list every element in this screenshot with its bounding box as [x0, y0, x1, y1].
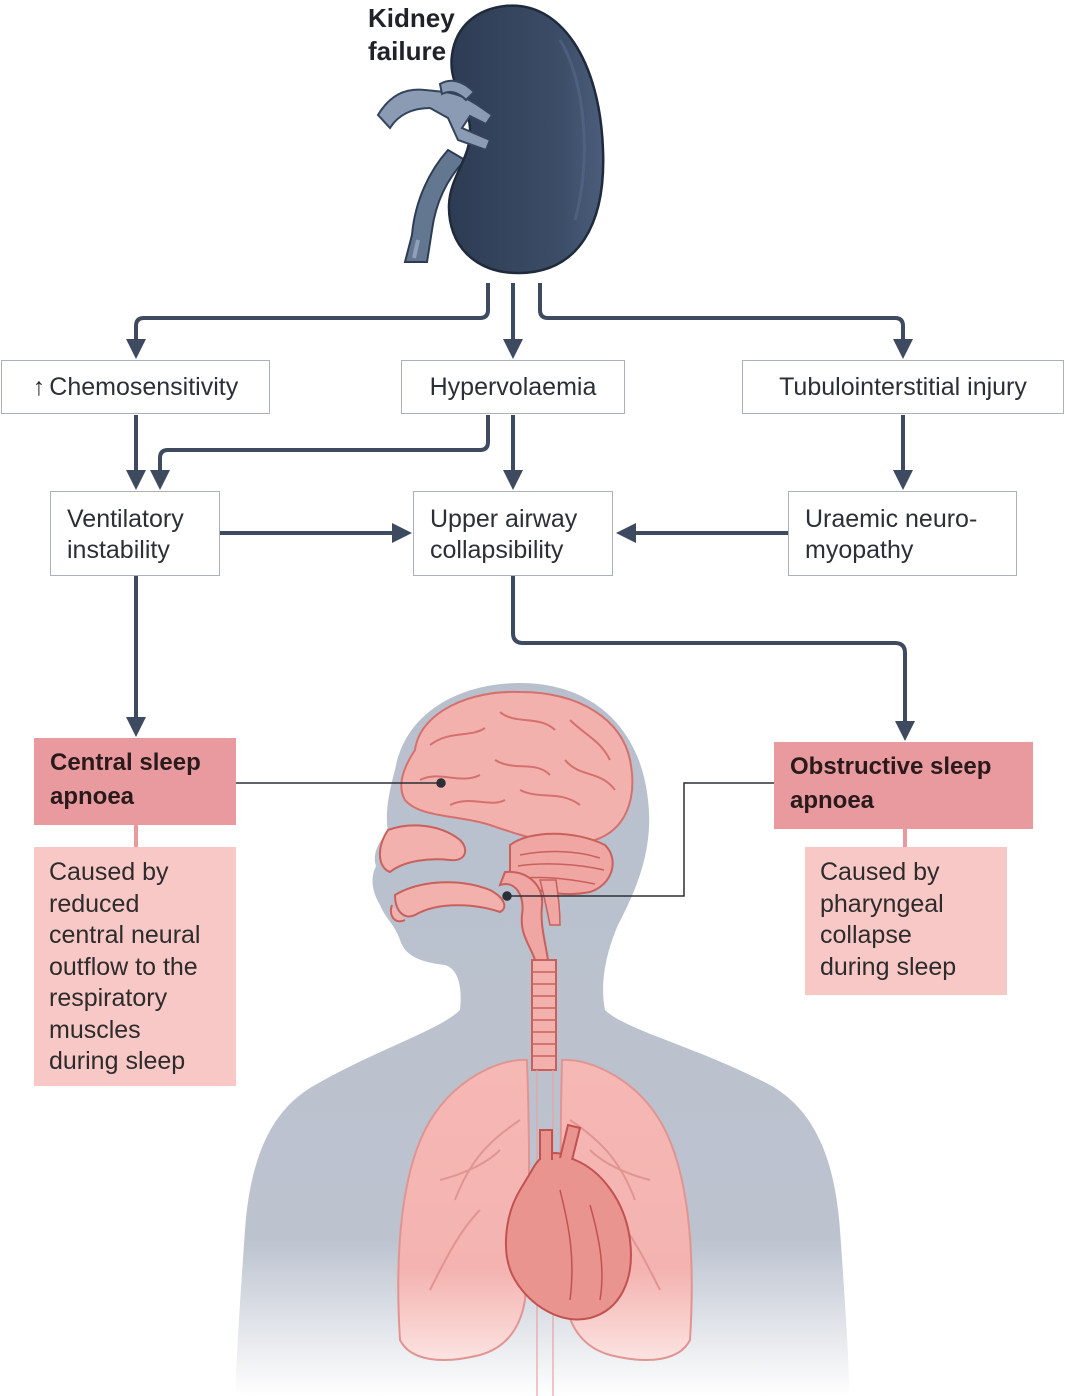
hypervolaemia-label: Hypervolaemia	[429, 372, 597, 401]
central-desc-line-7: during sleep	[49, 1047, 186, 1075]
upper-airway-line-1: Upper airway	[430, 505, 578, 533]
obstructive-desc-line-4: during sleep	[820, 952, 957, 981]
central-apnoea-description: Caused by reduced central neural outflow…	[34, 847, 236, 1086]
upper-airway-line-2: collapsibility	[430, 536, 564, 564]
ventilatory-line-1: Ventilatory	[67, 505, 184, 533]
flow-arrows	[126, 283, 915, 741]
kidney-failure-label: Kidney failure	[368, 2, 455, 68]
kidney-label-line-2: failure	[368, 36, 447, 66]
hypervolaemia-box: Hypervolaemia	[401, 360, 625, 414]
human-body-illustration	[235, 683, 850, 1396]
arrow-hypervolaemia-to-ventilatory	[150, 415, 490, 490]
obstructive-title-line-2: apnoea	[790, 787, 875, 814]
tubulointerstitial-box: Tubulointerstitial injury	[742, 360, 1064, 414]
central-desc-line-3: central neural	[49, 921, 201, 949]
tubulointerstitial-label: Tubulointerstitial injury	[779, 372, 1027, 401]
up-arrow-icon: ↑	[32, 372, 46, 401]
obstructive-apnoea-description: Caused by pharyngeal collapse during sle…	[805, 847, 1007, 995]
central-desc-line-4: outflow to the	[49, 952, 198, 981]
central-apnoea-title: Central sleep apnoea	[34, 738, 236, 825]
outcome-connectors	[134, 825, 907, 848]
chemosensitivity-label: Chemosensitivity	[49, 372, 239, 401]
obstructive-desc-line-2: pharyngeal	[820, 889, 944, 918]
kidney-label-line-1: Kidney	[368, 3, 455, 33]
arrow-upper-airway-to-obstructive-apnoea	[511, 576, 915, 741]
uraemic-line-1: Uraemic neuro-	[805, 505, 978, 533]
arrow-kidney-to-chemosensitivity	[126, 283, 490, 359]
uraemic-neuromyopathy-box: Uraemic neuro- myopathy	[788, 491, 1017, 576]
anatomy-pointers	[236, 778, 776, 901]
obstructive-desc-line-3: collapse	[820, 921, 912, 949]
ventilatory-instability-box: Ventilatory instability	[50, 491, 220, 576]
arrow-kidney-to-tubulointerstitial	[538, 283, 913, 359]
obstructive-desc-line-1: Caused by	[820, 858, 940, 886]
uraemic-line-2: myopathy	[805, 536, 914, 564]
obstructive-apnoea-title: Obstructive sleep apnoea	[774, 742, 1033, 829]
pointer-pharynx	[508, 782, 776, 897]
kidney-illustration	[376, 4, 605, 275]
ventilatory-line-2: instability	[67, 536, 170, 564]
obstructive-title-line-1: Obstructive sleep	[790, 753, 992, 780]
central-desc-line-1: Caused by	[49, 858, 169, 886]
central-desc-line-5: respiratory	[49, 984, 168, 1012]
upper-airway-box: Upper airway collapsibility	[413, 491, 613, 576]
central-desc-line-6: muscles	[49, 1015, 141, 1044]
central-title-line-2: apnoea	[50, 783, 135, 810]
central-desc-line-2: reduced	[49, 889, 140, 918]
central-title-line-1: Central sleep	[50, 749, 201, 776]
chemosensitivity-box: ↑ Chemosensitivity	[1, 360, 270, 414]
